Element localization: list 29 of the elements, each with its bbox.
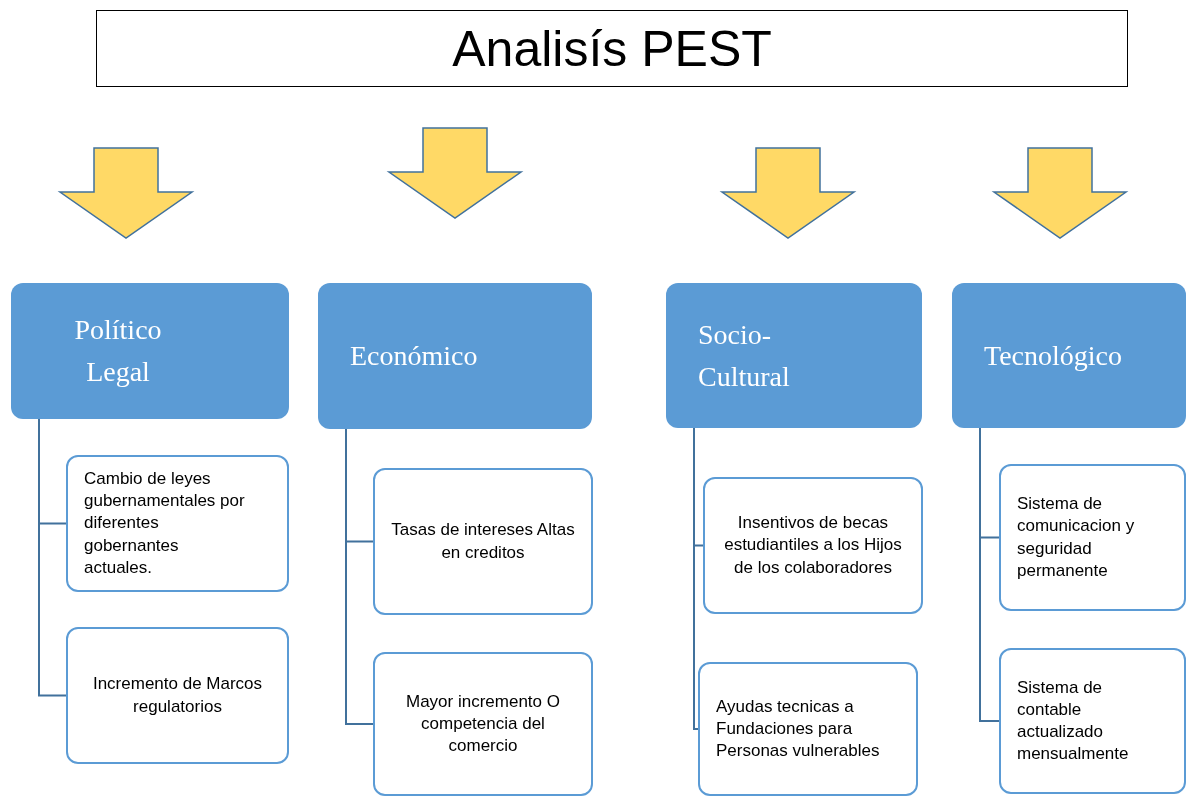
- category-box: [666, 283, 922, 428]
- factor-text: Mayor incremento O competencia del comercio: [405, 690, 561, 758]
- factor-box: [999, 464, 1186, 611]
- connector-line: [345, 428, 374, 725]
- factor-box: [66, 627, 289, 764]
- factor-text: Incremento de Marcos regulatorios: [91, 673, 264, 718]
- connector-line: [693, 427, 699, 730]
- category-label: Político Legal: [73, 313, 163, 389]
- factor-box: [373, 468, 593, 615]
- category-label: Socio- Cultural: [698, 317, 791, 394]
- factor-text: Cambio de leyes gubernamentales por diferentes gobernantes actuales.: [84, 468, 246, 579]
- factor-text: Sistema de comunicacion y seguridad permanente: [1017, 493, 1136, 582]
- category-label: Económico: [350, 339, 478, 373]
- category-box: [11, 283, 289, 419]
- category-box: [952, 283, 1186, 428]
- factor-box: [66, 455, 289, 592]
- factor-box: [999, 648, 1186, 794]
- title: Analisís PEST: [452, 23, 772, 74]
- factor-box: [373, 652, 593, 796]
- category-box: [318, 283, 592, 429]
- connector-line: [979, 427, 1000, 722]
- factor-text: Sistema de contable actualizado mensualmente: [1017, 676, 1130, 766]
- factor-text: Ayudas tecnicas a Fundaciones para Personas vulnerables: [716, 695, 881, 763]
- factor-box: [703, 477, 923, 614]
- factor-box: [698, 662, 918, 796]
- factor-text: Tasas de intereses Altas en creditos: [391, 519, 575, 564]
- factor-text: Insentivos de becas estudiantiles a los Hijos de los colaboradores: [723, 512, 903, 579]
- connector-line: [38, 418, 67, 697]
- category-label: Tecnológico: [984, 338, 1122, 373]
